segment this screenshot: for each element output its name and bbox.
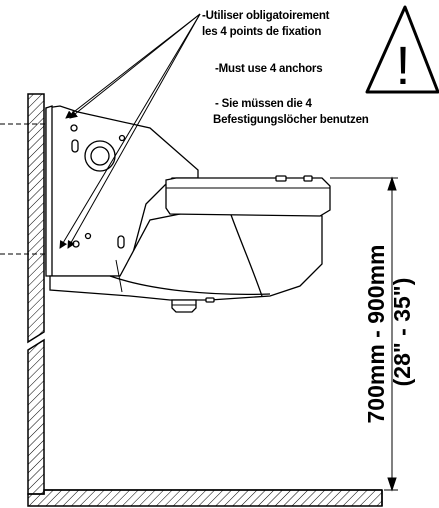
anchor-hole-upper-left <box>70 124 78 132</box>
note-french-line2: les 4 points de fixation <box>202 26 321 38</box>
wall-lower <box>27 338 45 495</box>
rim-detail-2 <box>303 175 313 182</box>
warning-triangle-icon: ! <box>365 5 439 96</box>
bowl-rim <box>165 177 331 217</box>
installation-notes: -Utiliser obligatoirement les 4 points d… <box>202 10 369 126</box>
dimension-imperial-label: (28" - 35") <box>389 278 415 387</box>
note-english: -Must use 4 anchors <box>215 63 322 75</box>
slot-lower <box>117 235 125 249</box>
rim-detail-1 <box>275 175 287 182</box>
bowl-shell-curve <box>229 211 263 297</box>
drain-bolt <box>205 297 215 303</box>
bowl-shell-curve-2 <box>109 275 271 296</box>
wall-upper <box>27 93 45 344</box>
anchor-hole-lower-left <box>72 240 80 248</box>
dimension-arrow-bottom <box>387 477 397 492</box>
slot-upper <box>71 139 79 153</box>
floor <box>27 489 383 507</box>
bracket-edge <box>45 105 53 277</box>
bowl-drain <box>171 299 197 313</box>
anchor-hole-lower-right <box>84 232 92 240</box>
leader-lower-1 <box>59 13 201 249</box>
note-german-line1: - Sie müssen die 4 <box>215 98 313 110</box>
leader-lines <box>59 13 201 249</box>
leader-upper-2 <box>69 13 201 119</box>
anchor-hole-upper-right <box>118 134 126 142</box>
bowl-unit <box>49 175 331 313</box>
dimension-metric-label: 700mm - 900mm <box>363 245 389 424</box>
leader-lower-2 <box>67 13 201 249</box>
dimension-arrow-top <box>387 176 397 191</box>
note-german-line2: Befestigungslöcher benutzen <box>213 114 369 126</box>
bowl-underside <box>49 209 323 301</box>
anchor-center-lines <box>0 123 64 255</box>
wall-and-floor <box>27 93 383 507</box>
note-french-line1: -Utiliser obligatoirement <box>202 10 330 22</box>
warning-symbol-mark: ! <box>395 36 410 96</box>
bracket-boss-inner <box>90 146 110 166</box>
height-dimension <box>330 176 398 492</box>
height-dimension-labels: 700mm - 900mm (28" - 35") <box>363 245 415 424</box>
